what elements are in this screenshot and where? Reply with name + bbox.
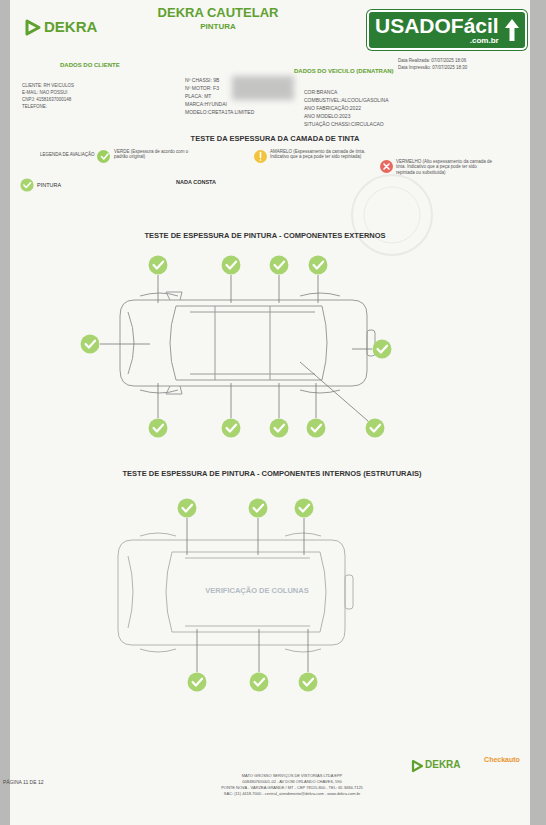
badge-brand: USADOFácil xyxy=(375,15,499,37)
vehicle-field: ANO FABRICAÇÃO:2022 xyxy=(304,105,361,111)
vehicle-field-holder: ANO FABRICAÇÃO:2022 xyxy=(304,105,361,111)
section-title: TESTE DE ESPESSURA DE PINTURA - COMPONEN… xyxy=(144,231,385,240)
drawing-label-holder: VERIFICAÇÃO DE COLUNAS xyxy=(205,586,308,595)
section-title: TESTE DE ESPESSURA DE PINTURA - COMPONEN… xyxy=(122,469,421,478)
section-heading: DADOS DO CLIENTE xyxy=(60,62,120,69)
legend-text: VERMELHO (Alto espessamento da camada de… xyxy=(396,159,496,175)
vehicle-field: SITUAÇÃO CHASSI:CIRCULACAO xyxy=(304,121,384,127)
check-markers xyxy=(178,499,318,692)
section-title-holder: TESTE DE ESPESSURA DE PINTURA - COMPONEN… xyxy=(122,469,421,478)
item-name: PINTURA xyxy=(37,182,61,189)
legend-text: VERDE (Espessura de acordo com o padrão … xyxy=(114,149,194,160)
logo-text: DEKRA xyxy=(44,18,97,36)
vehicle-field-holder: SITUAÇÃO CHASSI:CIRCULACAO xyxy=(304,121,384,127)
footer-text-holder: SAC: (11) 4418-7000 - central_atendiment… xyxy=(224,792,361,797)
paper-page xyxy=(10,0,530,825)
footer-logo: Checkauto xyxy=(484,756,520,764)
client-field-holder: CLIENTE: RH VEICULOS xyxy=(22,83,74,88)
footer-text-holder: 00848076/0001-02 - AV DOM ORLANDO CHAVES… xyxy=(242,780,341,785)
vehicle-field-holder: COMBUSTIVEL:ALCOOL/GASOLINA xyxy=(304,97,388,103)
vehicle-field: COMBUSTIVEL:ALCOOL/GASOLINA xyxy=(304,97,388,103)
check-markers xyxy=(81,256,392,438)
footer-text: SAC: (11) 4418-7000 - central_atendiment… xyxy=(224,792,361,797)
dekra-logo-mark xyxy=(413,761,422,771)
report-title: DEKRA CAUTELAR xyxy=(158,5,279,21)
client-field-holder: TELEFONE: xyxy=(22,104,47,109)
date-field-holder: Data Impressão: 07/07/2025 18:30 xyxy=(398,65,467,70)
vehicle-field-holder: COR:BRANCA xyxy=(304,89,337,95)
footer-logo-holder: DEKRA xyxy=(425,759,461,771)
footer-text-holder: PONTE NOVA - VÁRZEA GRANDE / MT - CEP 78… xyxy=(221,786,363,791)
watermark-badge: USADOFácil.com.br xyxy=(367,10,527,50)
car-internal-outline xyxy=(118,533,353,652)
footer-text: PONTE NOVA - VÁRZEA GRANDE / MT - CEP 78… xyxy=(221,786,363,791)
footer-text: MATO GROSSO SERVIÇOS DE VISTORIAS LTDA E… xyxy=(242,774,343,779)
blurred-area xyxy=(232,76,294,100)
section-heading-holder: DADOS DO VEICULO (DENATRAN) xyxy=(294,68,394,75)
item-result-holder: NADA CONSTA xyxy=(176,179,216,186)
legend-swatch xyxy=(254,150,267,163)
legend-swatch xyxy=(97,150,110,163)
vehicle-field-holder: MODELO:CRETA1TA LIMITED xyxy=(185,109,254,115)
client-field-holder: E-MAIL: NAO POSSUI xyxy=(22,90,68,95)
legend-heading-holder: LEGENDA DE AVALIAÇÃO xyxy=(40,152,95,157)
legend-glyphs xyxy=(102,153,390,170)
faint-stamp xyxy=(352,175,432,255)
page-number: PÁGINA 11 DE 12 xyxy=(3,779,43,785)
car-external-outline xyxy=(120,292,375,394)
badge-domain: .com.br xyxy=(375,37,499,45)
date-field: Data Impressão: 07/07/2025 18:30 xyxy=(398,65,467,70)
vehicle-field-holder: ANO MODELO:2023 xyxy=(304,113,350,119)
vehicle-field: PLACA: MT xyxy=(185,93,211,99)
vehicle-field-holder: PLACA: MT xyxy=(185,93,211,99)
legend-swatch xyxy=(380,160,393,173)
item-name-holder: PINTURA xyxy=(37,182,61,189)
report-title-holder: DEKRA CAUTELAR xyxy=(158,5,279,21)
client-field: TELEFONE: xyxy=(22,104,47,109)
section-title-holder: TESTE DE ESPESSURA DE PINTURA - COMPONEN… xyxy=(144,231,385,240)
legend-text: AMARELO (Espessamento da camada de tinta… xyxy=(270,149,370,160)
date-field-holder: Data Realizada: 07/07/2025 18:06 xyxy=(398,58,466,63)
vehicle-field: COR:BRANCA xyxy=(304,89,337,95)
logo-text-holder: DEKRA xyxy=(44,18,97,36)
report-subtitle-holder: PINTURA xyxy=(200,22,236,32)
vehicle-field-holder: Nº MOTOR: F3 xyxy=(185,85,219,91)
page-number-holder: PÁGINA 11 DE 12 xyxy=(3,779,43,785)
section-title: TESTE DA ESPESSURA DA CAMADA DE TINTA xyxy=(191,134,360,143)
vehicle-field: Nº MOTOR: F3 xyxy=(185,85,219,91)
section-title-holder: TESTE DA ESPESSURA DA CAMADA DE TINTA xyxy=(191,134,360,143)
date-field: Data Realizada: 07/07/2025 18:06 xyxy=(398,58,466,63)
leader-lines xyxy=(187,518,308,672)
vehicle-field-holder: MARCA:HYUNDAI xyxy=(185,101,227,107)
client-field-holder: CNPJ: 41581637000148 xyxy=(22,97,71,102)
report-subtitle: PINTURA xyxy=(200,22,236,32)
vehicle-field: MODELO:CRETA1TA LIMITED xyxy=(185,109,254,115)
client-field: CNPJ: 41581637000148 xyxy=(22,97,71,102)
legend-text-holder: VERDE (Espessura de acordo com o padrão … xyxy=(114,149,194,160)
vehicle-field: ANO MODELO:2023 xyxy=(304,113,350,119)
footer-logo-holder: Checkauto xyxy=(484,756,520,764)
badge-arrow xyxy=(504,18,520,42)
footer-text: 00848076/0001-02 - AV DOM ORLANDO CHAVES… xyxy=(242,780,341,785)
client-field: CLIENTE: RH VEICULOS xyxy=(22,83,74,88)
vehicle-field: Nº CHASSI: 9B xyxy=(185,77,219,83)
footer-logo: DEKRA xyxy=(425,759,461,771)
leader-lines xyxy=(100,275,372,421)
client-field: E-MAIL: NAO POSSUI xyxy=(22,90,68,95)
item-result: NADA CONSTA xyxy=(176,179,216,186)
legend-text-holder: VERMELHO (Alto espessamento da camada de… xyxy=(396,159,496,175)
legend-heading: LEGENDA DE AVALIAÇÃO xyxy=(40,152,95,157)
vehicle-field-holder: Nº CHASSI: 9B xyxy=(185,77,219,83)
drawing-label: VERIFICAÇÃO DE COLUNAS xyxy=(205,586,308,595)
section-heading: DADOS DO VEICULO (DENATRAN) xyxy=(294,68,394,75)
vehicle-field: MARCA:HYUNDAI xyxy=(185,101,227,107)
legend-text-holder: AMARELO (Espessamento da camada de tinta… xyxy=(270,149,370,160)
section-heading-holder: DADOS DO CLIENTE xyxy=(60,62,120,69)
footer-text-holder: MATO GROSSO SERVIÇOS DE VISTORIAS LTDA E… xyxy=(242,774,343,779)
dekra-logo-mark xyxy=(27,21,39,34)
status-check xyxy=(20,178,33,191)
